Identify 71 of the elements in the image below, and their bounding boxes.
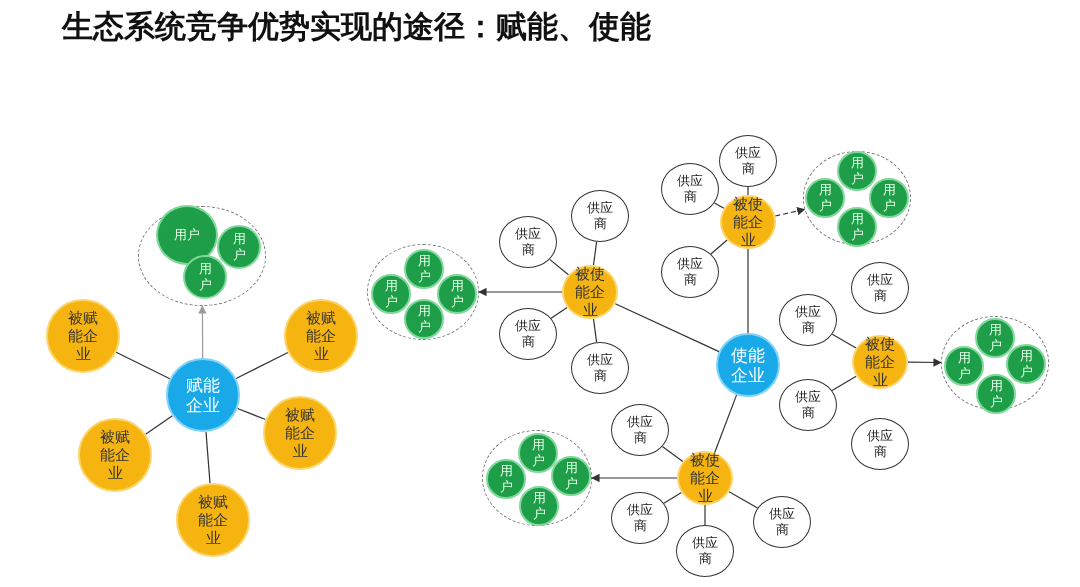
supplier-circle: 供应商 <box>661 163 719 215</box>
user-circle: 用户 <box>805 178 845 218</box>
supplier-circle: 供应商 <box>779 379 837 431</box>
connector-line <box>236 407 267 421</box>
connector-line <box>550 306 568 319</box>
user-circle: 用户 <box>217 225 261 269</box>
enterprise-circle: 被赋能企业 <box>284 299 358 373</box>
supplier-circle: 供应商 <box>719 135 777 187</box>
user-circle: 用户 <box>371 274 411 314</box>
user-circle: 用户 <box>837 151 877 191</box>
supplier-circle: 供应商 <box>571 190 629 242</box>
connector-line <box>663 491 682 504</box>
enterprise-circle: 被赋能企业 <box>78 418 152 492</box>
user-circle: 用户 <box>519 486 559 526</box>
arrow <box>198 305 207 359</box>
connector-line <box>549 258 570 276</box>
user-circle: 用户 <box>486 459 526 499</box>
connector-line <box>747 248 749 334</box>
supplier-circle: 供应商 <box>499 216 557 268</box>
user-circle: 用户 <box>975 318 1015 358</box>
enterprise-circle: 被使能企业 <box>720 195 776 249</box>
supplier-circle: 供应商 <box>571 342 629 394</box>
connector-line <box>728 491 759 509</box>
supplier-circle: 供应商 <box>611 404 669 456</box>
connector-line <box>831 333 857 349</box>
enterprise-circle: 被使能企业 <box>562 265 618 319</box>
user-circle: 用户 <box>437 274 477 314</box>
connector-line <box>115 351 171 380</box>
arrow <box>591 473 678 483</box>
connector-line <box>145 415 173 435</box>
title: 生态系统竞争优势实现的途径：赋能、使能 <box>62 7 651 46</box>
core-enterprise-circle: 赋能企业 <box>166 358 240 432</box>
connector-line <box>704 504 706 526</box>
supplier-circle: 供应商 <box>499 308 557 360</box>
core-enterprise-circle: 使能企业 <box>716 333 780 397</box>
supplier-circle: 供应商 <box>851 262 909 314</box>
arrow <box>907 358 942 367</box>
connector-line <box>831 375 857 392</box>
arrow <box>774 207 806 217</box>
supplier-circle: 供应商 <box>753 496 811 548</box>
user-circle: 用户 <box>1006 344 1046 384</box>
user-circle: 用户 <box>518 433 558 473</box>
user-circle: 用户 <box>183 255 227 299</box>
user-circle: 用户 <box>551 456 591 496</box>
connector-line <box>661 445 684 463</box>
enterprise-circle: 被使能企业 <box>677 451 733 505</box>
connector-line <box>205 431 211 484</box>
connector-line <box>714 394 738 454</box>
supplier-circle: 供应商 <box>611 492 669 544</box>
connector-line <box>614 303 720 353</box>
arrow <box>478 287 563 297</box>
user-circle: 用户 <box>944 346 984 386</box>
user-circle: 用户 <box>837 207 877 247</box>
supplier-circle: 供应商 <box>851 418 909 470</box>
enterprise-circle: 被赋能企业 <box>263 396 337 470</box>
connector-line <box>747 186 749 196</box>
supplier-circle: 供应商 <box>676 525 734 577</box>
supplier-circle: 供应商 <box>779 294 837 346</box>
enterprise-circle: 被赋能企业 <box>46 299 120 373</box>
connector-line <box>592 241 598 266</box>
user-circle: 用户 <box>404 299 444 339</box>
connector-line <box>235 351 289 380</box>
enterprise-circle: 被赋能企业 <box>176 483 250 557</box>
enterprise-circle: 被使能企业 <box>852 335 908 389</box>
connector-line <box>710 239 728 255</box>
connector-line <box>713 202 725 209</box>
user-circle: 用户 <box>869 178 909 218</box>
user-circle: 用户 <box>404 249 444 289</box>
supplier-circle: 供应商 <box>661 246 719 298</box>
connector-line <box>592 318 598 343</box>
user-circle: 用户 <box>976 374 1016 414</box>
